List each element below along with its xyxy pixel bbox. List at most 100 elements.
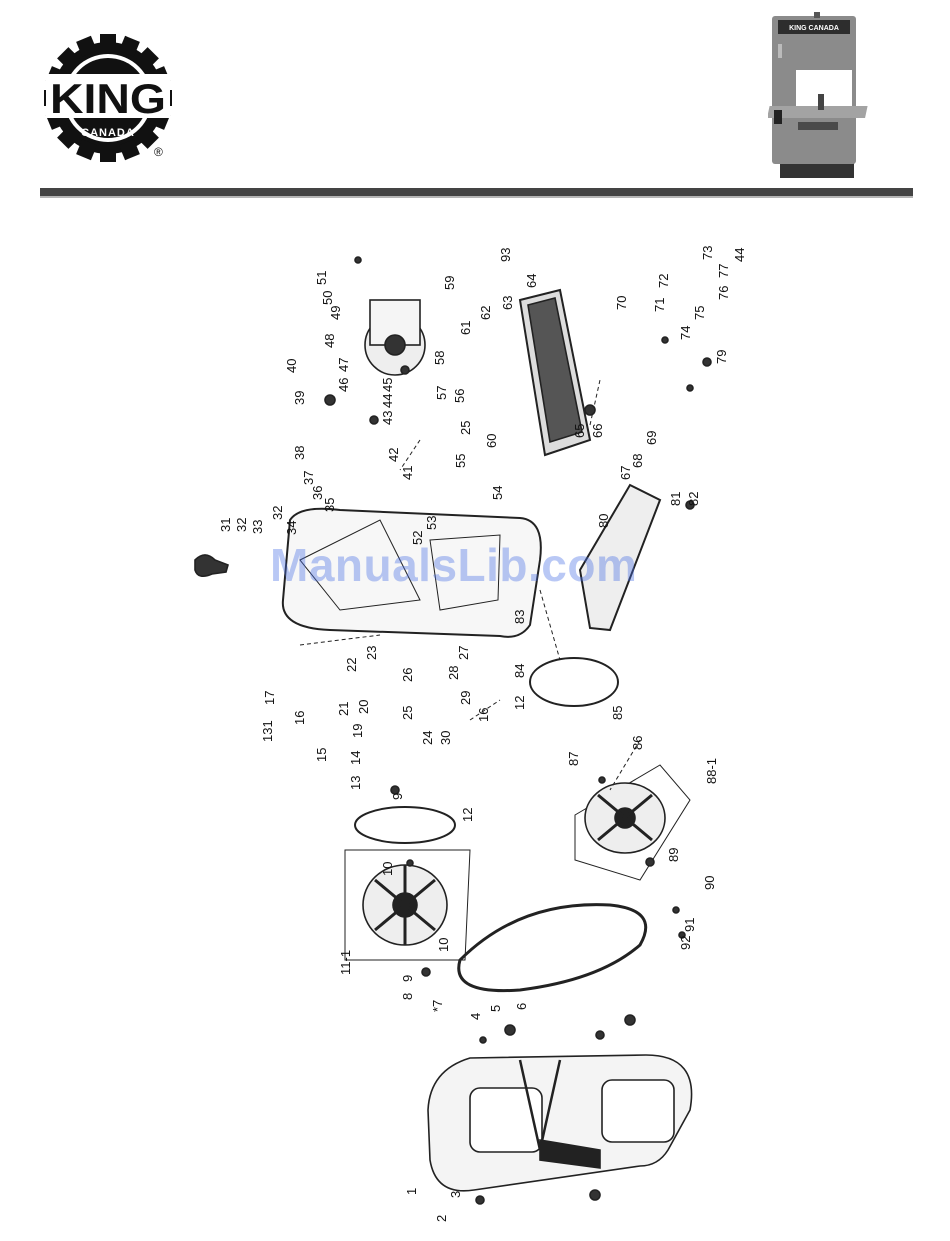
callout-39: 39 bbox=[292, 391, 307, 405]
callout-21: 21 bbox=[336, 702, 351, 716]
callout-51: 51 bbox=[314, 271, 329, 285]
callout-10-lower: 10 bbox=[436, 938, 451, 952]
callout-26: 26 bbox=[400, 668, 415, 682]
callout-52: 52 bbox=[410, 531, 425, 545]
logo-brand: KING bbox=[50, 75, 166, 122]
callout-89: 89 bbox=[666, 848, 681, 862]
callout-87: 87 bbox=[566, 752, 581, 766]
callout-50: 50 bbox=[320, 291, 335, 305]
callout-63: 63 bbox=[500, 296, 515, 310]
callout-35: 35 bbox=[322, 498, 337, 512]
callout-40: 40 bbox=[284, 359, 299, 373]
callout-37: 37 bbox=[301, 471, 316, 485]
callout-44-right: 44 bbox=[732, 248, 747, 262]
callout-92: 92 bbox=[678, 936, 693, 950]
callout-90: 90 bbox=[702, 876, 717, 890]
callout-5: 5 bbox=[488, 1005, 503, 1012]
callout-86: 86 bbox=[630, 736, 645, 750]
callout-62: 62 bbox=[478, 306, 493, 320]
callout-20: 20 bbox=[356, 700, 371, 714]
callout-2: 2 bbox=[434, 1215, 449, 1222]
header-rule bbox=[40, 188, 913, 196]
callout-4: 4 bbox=[468, 1013, 483, 1020]
callout-49: 49 bbox=[328, 306, 343, 320]
callout-65: 65 bbox=[572, 424, 587, 438]
lower-wheel-assembly bbox=[529, 657, 691, 881]
callout-43: 43 bbox=[380, 411, 395, 425]
king-canada-logo: KING CANADA ® bbox=[44, 34, 172, 162]
callout-66: 66 bbox=[590, 424, 605, 438]
callout-19: 19 bbox=[350, 724, 365, 738]
callout-10-upper: 10 bbox=[380, 862, 395, 876]
callout-54: 54 bbox=[490, 486, 505, 500]
callout-3: 3 bbox=[448, 1191, 463, 1198]
callout-83: 83 bbox=[512, 610, 527, 624]
callout-68: 68 bbox=[630, 454, 645, 468]
callout-61: 61 bbox=[458, 321, 473, 335]
callout-93: 93 bbox=[498, 248, 513, 262]
callout-91: 91 bbox=[682, 918, 697, 932]
callout-85: 85 bbox=[610, 706, 625, 720]
callout-64: 64 bbox=[524, 274, 539, 288]
callout-1: 1 bbox=[404, 1188, 419, 1195]
header-rule-shadow bbox=[40, 196, 913, 198]
callout-12-lower: 12 bbox=[512, 696, 527, 710]
callout-73: 73 bbox=[700, 246, 715, 260]
callout-25-left: 25 bbox=[400, 706, 415, 720]
callout-30: 30 bbox=[438, 731, 453, 745]
product-photo: KING CANADA bbox=[768, 12, 868, 178]
photo-badge: KING CANADA bbox=[789, 25, 839, 32]
callout-70: 70 bbox=[614, 296, 629, 310]
callout-131: 131 bbox=[260, 720, 275, 742]
callout-80: 80 bbox=[596, 514, 611, 528]
hardware-parts bbox=[324, 256, 712, 1205]
callout-48: 48 bbox=[322, 334, 337, 348]
callout-67: 67 bbox=[618, 466, 633, 480]
callout-41: 41 bbox=[400, 466, 415, 480]
callout-42: 42 bbox=[386, 448, 401, 462]
callout-56: 56 bbox=[452, 389, 467, 403]
drive-belt bbox=[457, 903, 648, 993]
callout-14: 14 bbox=[348, 751, 363, 765]
callout-8: 8 bbox=[400, 993, 415, 1000]
main-frame bbox=[281, 507, 542, 638]
callout-84: 84 bbox=[512, 664, 527, 678]
callout-81: 81 bbox=[668, 492, 683, 506]
callout-25-top: 25 bbox=[458, 421, 473, 435]
callout-79: 79 bbox=[714, 350, 729, 364]
callout-76: 76 bbox=[716, 286, 731, 300]
callout-16-right: 16 bbox=[476, 708, 491, 722]
callout-59: 59 bbox=[442, 276, 457, 290]
callout-9-lower: 9 bbox=[400, 975, 415, 982]
callout-46: 46 bbox=[336, 378, 351, 392]
callout-12-upper: 12 bbox=[460, 808, 475, 822]
callout-28: 28 bbox=[446, 666, 461, 680]
callout-38: 38 bbox=[292, 446, 307, 460]
callout-13: 13 bbox=[348, 776, 363, 790]
callout-16-left: 16 bbox=[292, 711, 307, 725]
callout-71: 71 bbox=[652, 298, 667, 312]
exploded-parts-diagram: 1 2 3 4 5 6 *7 8 9 9 10 10 11-1 12 12 13… bbox=[194, 246, 747, 1222]
callout-72: 72 bbox=[656, 274, 671, 288]
callout-33: 33 bbox=[250, 520, 265, 534]
callout-27: 27 bbox=[456, 646, 471, 660]
callout-11-1: 11-1 bbox=[338, 950, 353, 975]
callout-44-top: 44 bbox=[380, 394, 395, 408]
work-table bbox=[518, 288, 592, 457]
callout-29: 29 bbox=[458, 691, 473, 705]
callout-23: 23 bbox=[364, 646, 379, 660]
callout-7: *7 bbox=[430, 1000, 445, 1012]
upper-wheel-assembly bbox=[344, 806, 471, 961]
callout-34: 34 bbox=[284, 521, 299, 535]
callout-82: 82 bbox=[686, 492, 701, 506]
callout-88-1: 88-1 bbox=[704, 758, 719, 784]
callout-47: 47 bbox=[336, 358, 351, 372]
door-cover bbox=[427, 1054, 693, 1192]
callout-24: 24 bbox=[420, 731, 435, 745]
diagram-artwork bbox=[194, 256, 712, 1205]
logo-sub: CANADA bbox=[81, 127, 135, 139]
callout-32-left: 32 bbox=[234, 518, 249, 532]
callout-17: 17 bbox=[262, 691, 277, 705]
callout-9-upper: 9 bbox=[390, 793, 405, 800]
callout-77: 77 bbox=[716, 264, 731, 278]
